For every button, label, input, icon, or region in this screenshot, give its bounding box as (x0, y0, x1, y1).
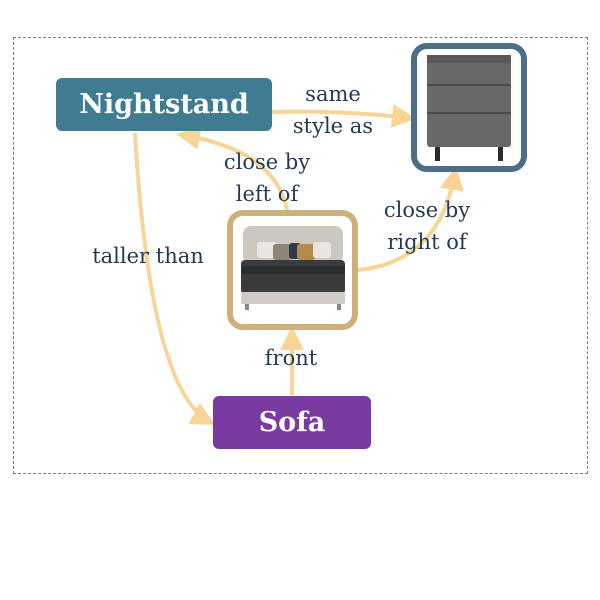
edge-label-taller-than: taller than (82, 240, 214, 272)
node-bed-image (227, 210, 358, 330)
node-sofa-label: Sofa (258, 407, 326, 438)
bed-icon (241, 226, 345, 310)
scene-graph-frame (13, 37, 588, 474)
nightstand-cabinet-icon (427, 55, 511, 161)
node-nightstand: Nightstand (56, 78, 272, 131)
edge-label-line: taller than (92, 244, 204, 268)
edge-label-line: close by (383, 198, 471, 222)
node-sofa: Sofa (213, 396, 371, 449)
node-nightstand-label: Nightstand (79, 89, 249, 120)
edge-label-line: close by (223, 150, 311, 174)
edge-same-style-as (271, 104, 416, 128)
edge-label-line: right of (387, 230, 467, 254)
edge-label-front: front (251, 342, 331, 374)
node-cabinet-image (411, 43, 527, 172)
edge-label-close-by-right-of: close by right of (372, 194, 482, 258)
edge-close-by-left-of (176, 126, 289, 211)
edge-label-line: style as (292, 114, 374, 138)
edge-label-line: left of (235, 182, 299, 206)
edge-label-line: front (264, 346, 318, 370)
edge-close-by-right-of (357, 166, 464, 272)
edge-label-close-by-left-of: close by left of (212, 146, 322, 210)
edge-label-line: same (305, 82, 361, 106)
edge-label-same-style-as: same style as (283, 78, 383, 142)
edge-taller-than (133, 132, 216, 425)
